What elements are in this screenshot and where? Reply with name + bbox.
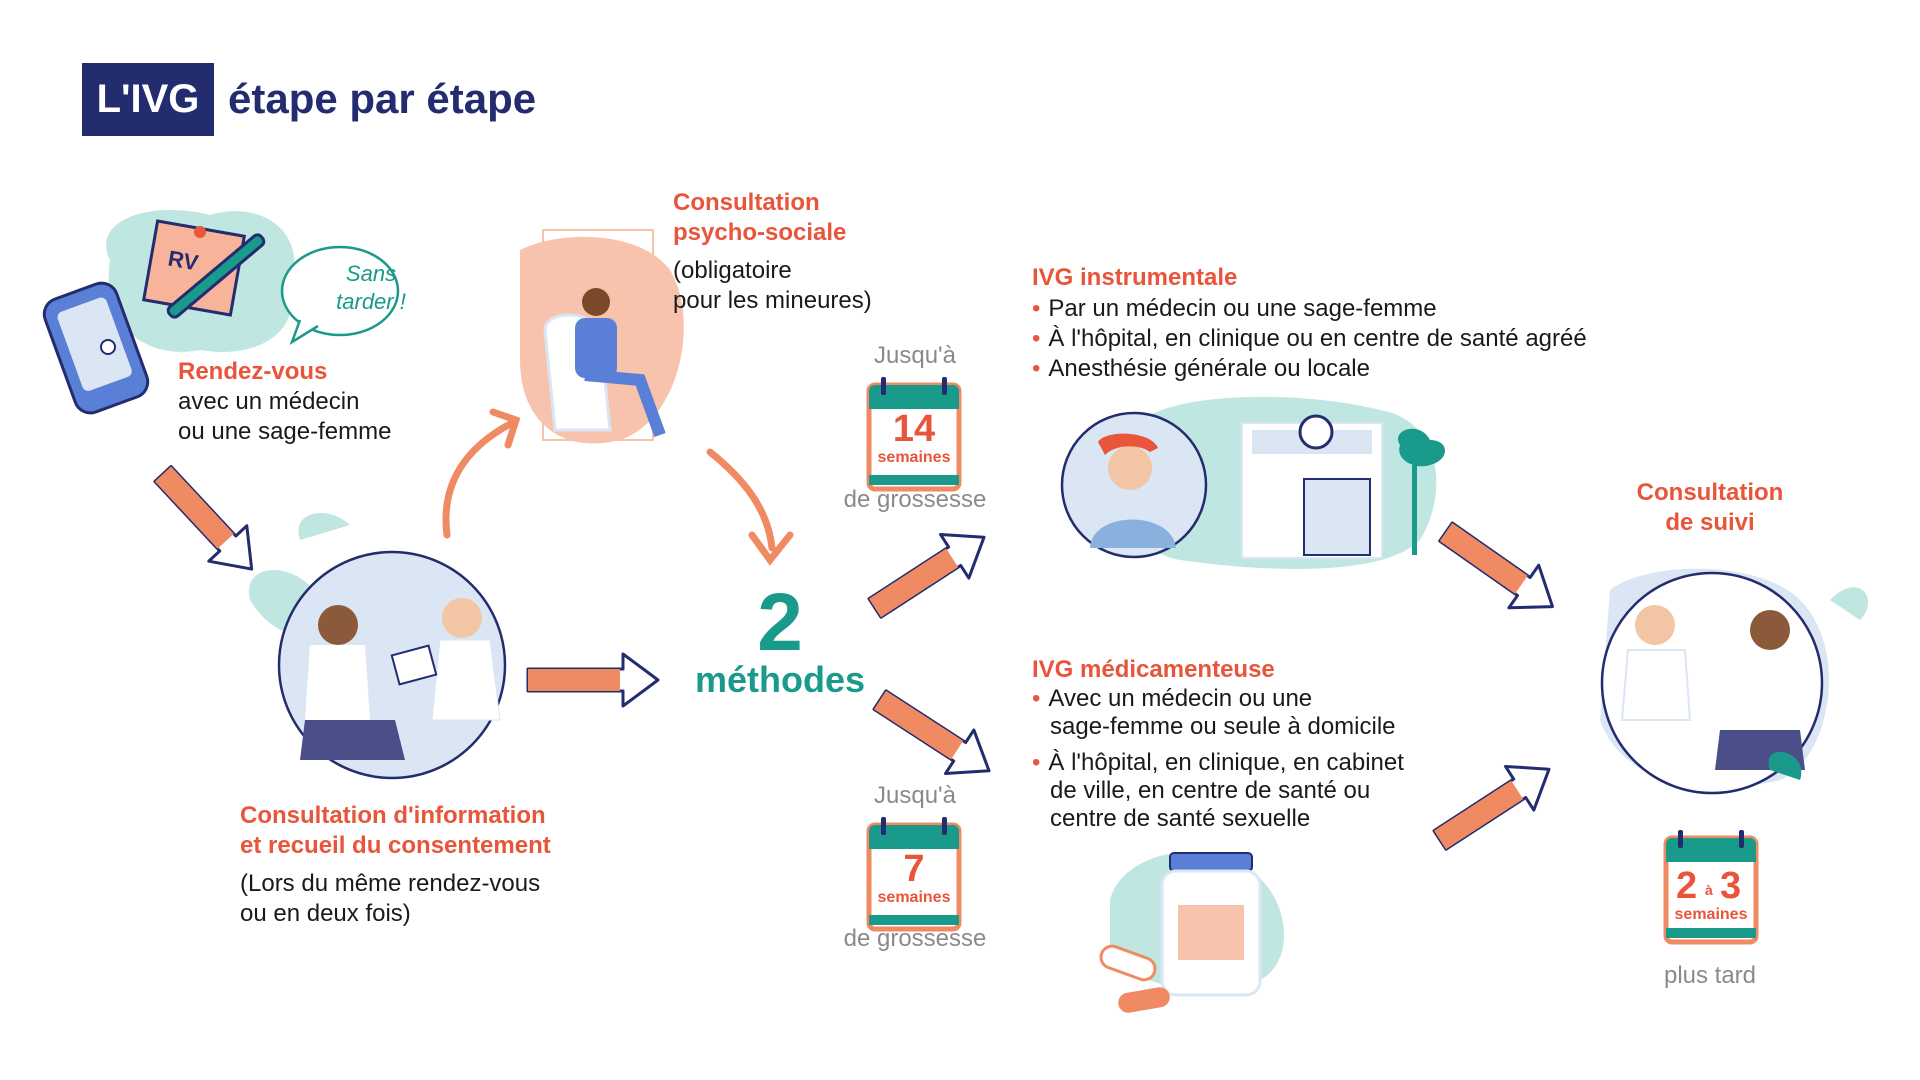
calendar-unit: semaines: [877, 449, 951, 466]
medicamenteuse-bullet-cont: centre de santé sexuelle: [1050, 805, 1311, 832]
info-line: ou en deux fois): [240, 900, 411, 927]
limit7-prefix: Jusqu'à: [874, 782, 956, 809]
suivi-heading: de suivi: [1665, 509, 1755, 536]
instrumentale-bullet-text: Anesthésie générale ou locale: [1048, 355, 1370, 382]
medicamenteuse-bullet-cont: sage-femme ou seule à domicile: [1050, 713, 1396, 740]
medicamenteuse-bullet: •Avec un médecin ou une: [1032, 685, 1313, 712]
limit14-prefix: Jusqu'à: [874, 342, 956, 369]
instrumentale-bullet-text: À l'hôpital, en clinique ou en centre de…: [1048, 325, 1587, 352]
rdv-heading: Rendez-vous: [178, 358, 328, 385]
psycho-line: pour les mineures): [673, 287, 872, 314]
medicamenteuse-heading: IVG médicamenteuse: [1032, 656, 1275, 683]
limit14-suffix: de grossesse: [843, 486, 987, 513]
methods-label: méthodes: [694, 659, 866, 700]
appointment-illustration: [42, 210, 400, 415]
calendar-unit: semaines: [1674, 906, 1748, 923]
suivi-suffix: plus tard: [1663, 962, 1757, 989]
instrumentale-bullet: •Anesthésie générale ou locale: [1032, 355, 1370, 382]
speech-bubble-line: Sans: [345, 261, 397, 286]
medicamenteuse-bullet-text: Avec un médecin ou une: [1048, 685, 1313, 712]
psychologist-illustration: [520, 229, 684, 444]
hospital-illustration: [1060, 396, 1445, 569]
title-badge: L'IVG: [82, 63, 214, 136]
psycho-line: (obligatoire: [673, 257, 792, 284]
info-heading: Consultation d'information: [240, 802, 546, 829]
instrumentale-bullet: •À l'hôpital, en clinique ou en centre d…: [1032, 325, 1587, 352]
calendar-number: 14: [892, 408, 936, 450]
info-heading: et recueil du consentement: [240, 832, 551, 859]
speech-bubble-line: tarder !: [336, 289, 406, 314]
medicamenteuse-bullet: •À l'hôpital, en clinique, en cabinet: [1032, 749, 1404, 776]
calendar-unit: semaines: [877, 889, 951, 906]
calendar-number: 3: [1720, 865, 1742, 907]
medicamenteuse-bullet-text: À l'hôpital, en clinique, en cabinet: [1048, 749, 1404, 776]
suivi-heading: Consultation: [1636, 479, 1784, 506]
calendar-joiner: à: [1705, 882, 1713, 898]
speech-bubble: Sans tarder !: [316, 260, 426, 316]
consultation-illustration: [248, 513, 507, 780]
calendar-number: 2: [1676, 865, 1698, 907]
instrumentale-heading: IVG instrumentale: [1032, 264, 1238, 291]
psycho-heading: Consultation: [673, 189, 820, 216]
calendar-number: 7: [903, 848, 925, 890]
note-text: RV: [166, 245, 201, 276]
medication-illustration: [1099, 852, 1284, 1013]
instrumentale-bullet: •Par un médecin ou une sage-femme: [1032, 295, 1437, 322]
followup-illustration: [1600, 568, 1869, 795]
info-block: Consultation d'information et recueil du…: [240, 801, 551, 929]
medicamenteuse-bullet-cont: de ville, en centre de santé ou: [1050, 777, 1371, 804]
page-title: étape par étape: [228, 75, 537, 122]
calendar-14: 14 semaines: [869, 385, 959, 489]
rdv-block: Rendez-vous avec un médecin ou une sage-…: [178, 357, 391, 447]
info-line: (Lors du même rendez-vous: [240, 870, 541, 897]
rdv-line: ou une sage-femme: [178, 418, 392, 445]
methods-number: 2: [757, 577, 803, 668]
suivi-block: Consultation de suivi: [1610, 478, 1810, 538]
instrumentale-block: IVG instrumentale •Par un médecin ou une…: [1032, 263, 1587, 383]
calendar-7: 7 semaines: [869, 825, 959, 929]
curved-arrows: [442, 408, 794, 566]
instrumentale-bullet-text: Par un médecin ou une sage-femme: [1048, 295, 1437, 322]
limit7-suffix: de grossesse: [843, 925, 987, 952]
psycho-block: Consultation psycho-sociale (obligatoire…: [673, 188, 872, 316]
rdv-line: avec un médecin: [178, 388, 360, 415]
psycho-heading: psycho-sociale: [673, 219, 847, 246]
medicamenteuse-block: IVG médicamenteuse •Avec un médecin ou u…: [1032, 655, 1404, 833]
calendar-suivi: 2 à 3 semaines: [1666, 838, 1756, 942]
